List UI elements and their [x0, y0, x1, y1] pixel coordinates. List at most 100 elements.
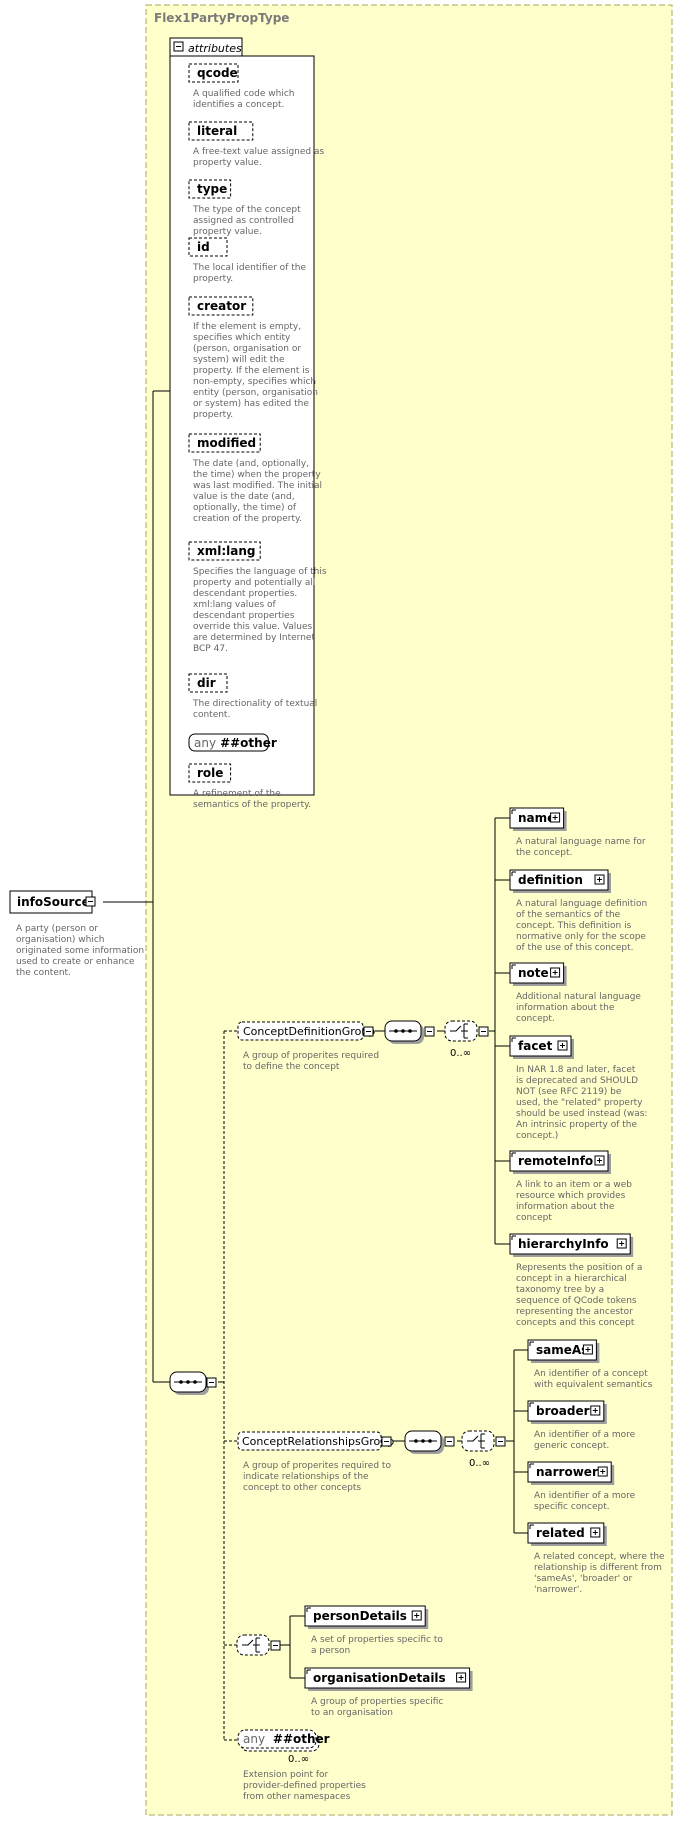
- element-name: remoteInfo: [518, 1154, 593, 1168]
- attribute-description: If the element is empty,specifies which …: [193, 322, 318, 420]
- element-name: narrower: [536, 1465, 598, 1479]
- group-collapse-icon[interactable]: [363, 1026, 374, 1037]
- root-element-name: infoSource: [17, 895, 90, 909]
- element-name: name: [518, 811, 555, 825]
- sequence-compositor[interactable]: [169, 1371, 217, 1395]
- element-name: personDetails: [313, 1609, 407, 1623]
- svg-text:any ##other: any ##other: [243, 1732, 330, 1746]
- collapse-icon[interactable]: [85, 896, 96, 907]
- sequence-compositor[interactable]: [384, 1020, 435, 1044]
- attributes-header: attributes: [188, 42, 242, 55]
- element-name: definition: [518, 873, 583, 887]
- expand-icon[interactable]: [594, 1155, 605, 1166]
- expand-icon[interactable]: [594, 874, 605, 885]
- collapse-icon[interactable]: [444, 1436, 455, 1447]
- sequence-compositor[interactable]: [404, 1430, 455, 1454]
- svg-text:any##other: any ##other: [194, 736, 277, 750]
- any-other-wildcard[interactable]: any ##other: [237, 1729, 330, 1752]
- choice-compositor[interactable]: [461, 1430, 506, 1452]
- element-name: facet: [518, 1039, 553, 1053]
- expand-icon[interactable]: [597, 1466, 608, 1477]
- element-name: organisationDetails: [313, 1671, 446, 1685]
- group-concept-relationships[interactable]: ConceptRelationshipsGroup: [237, 1431, 394, 1451]
- occurrence-label: 0..∞: [288, 1754, 309, 1765]
- collapse-icon[interactable]: [424, 1026, 435, 1037]
- attribute-name: type: [197, 182, 227, 196]
- collapse-icon[interactable]: [478, 1026, 489, 1037]
- element-name: broader: [536, 1404, 590, 1418]
- expand-icon[interactable]: [582, 1344, 593, 1355]
- attribute-name: literal: [197, 124, 237, 138]
- expand-icon[interactable]: [616, 1238, 627, 1249]
- connector-lines: [103, 390, 528, 1741]
- root-element-infosource[interactable]: infoSource: [9, 890, 96, 914]
- element-name: note: [518, 966, 549, 980]
- expand-icon[interactable]: [411, 1610, 422, 1621]
- element-name: related: [536, 1526, 585, 1540]
- attribute-name: ##other: [220, 736, 277, 750]
- element-name: hierarchyInfo: [518, 1237, 609, 1251]
- occurrence-label: 0..∞: [450, 1048, 471, 1059]
- expand-icon[interactable]: [590, 1527, 601, 1538]
- collapse-icon[interactable]: [495, 1436, 506, 1447]
- group-concept-definition[interactable]: ConceptDefinitionGroup: [237, 1021, 375, 1041]
- choice-compositor[interactable]: [444, 1020, 489, 1042]
- choice-compositor[interactable]: [236, 1634, 281, 1656]
- element-organisationdetails[interactable]: organisationDetails A group of properties…: [304, 1667, 473, 1718]
- attributes-collapse-icon[interactable]: [173, 41, 184, 52]
- expand-icon[interactable]: [550, 967, 561, 978]
- expand-icon[interactable]: [456, 1672, 467, 1683]
- attribute-name: id: [197, 240, 210, 254]
- attribute---other[interactable]: any ##other: [188, 733, 277, 752]
- attribute-prefix: any: [194, 736, 216, 750]
- attribute-name: dir: [197, 676, 216, 690]
- expand-icon[interactable]: [590, 1405, 601, 1416]
- attribute-name: qcode: [197, 66, 238, 80]
- attribute-name: xml:lang: [197, 544, 256, 558]
- collapse-icon[interactable]: [270, 1640, 281, 1651]
- expand-icon[interactable]: [557, 1040, 568, 1051]
- group-collapse-icon[interactable]: [381, 1436, 392, 1447]
- expand-icon[interactable]: [550, 812, 561, 823]
- any-prefix: any: [243, 1732, 265, 1746]
- occurrence-label: 0..∞: [469, 1458, 490, 1469]
- sequence-collapse-icon[interactable]: [206, 1377, 217, 1388]
